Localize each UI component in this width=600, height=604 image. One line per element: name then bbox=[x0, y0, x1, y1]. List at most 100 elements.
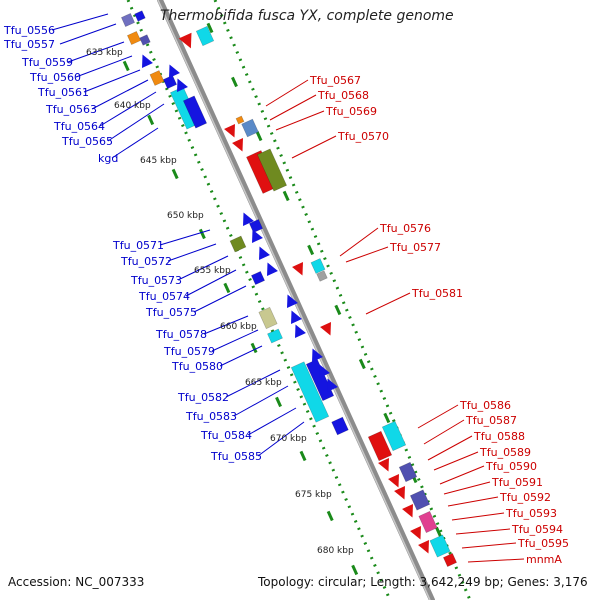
gene-block bbox=[120, 12, 136, 28]
gene-label[interactable]: Tfu_0556 bbox=[3, 24, 55, 37]
gene-block bbox=[267, 328, 283, 344]
gene-label[interactable]: Tfu_0574 bbox=[138, 290, 190, 303]
leader-line bbox=[257, 421, 305, 457]
gene-arrow bbox=[267, 262, 278, 276]
gene-label[interactable]: Tfu_0579 bbox=[163, 345, 215, 358]
scale-dash bbox=[351, 564, 359, 576]
gene-arrow bbox=[287, 294, 298, 308]
gene-label[interactable]: Tfu_0585 bbox=[210, 450, 262, 463]
scale-dash bbox=[206, 22, 214, 34]
leader-line bbox=[247, 407, 297, 436]
gene-features bbox=[120, 10, 458, 568]
label-leader-lines bbox=[51, 13, 525, 563]
leader-line bbox=[461, 542, 517, 549]
gene-arrow bbox=[259, 246, 270, 260]
leader-line bbox=[211, 329, 259, 352]
gene-label[interactable]: Tfu_0561 bbox=[37, 86, 89, 99]
gene-label[interactable]: Tfu_0567 bbox=[309, 74, 361, 87]
leader-line bbox=[185, 269, 237, 297]
gene-block bbox=[418, 510, 438, 534]
gene-arrow bbox=[312, 348, 323, 362]
gene-block bbox=[442, 552, 458, 568]
leader-line bbox=[59, 23, 117, 45]
gene-label[interactable]: Tfu_0568 bbox=[317, 89, 369, 102]
gene-label[interactable]: Tfu_0563 bbox=[45, 103, 97, 116]
accession-text: Accession: NC_007333 bbox=[8, 575, 145, 589]
leader-line bbox=[75, 55, 133, 78]
gene-block bbox=[126, 30, 142, 46]
gene-arrow bbox=[378, 458, 389, 472]
gene-arrow bbox=[178, 32, 192, 49]
scale-dash bbox=[147, 114, 155, 126]
gene-label[interactable]: Tfu_0560 bbox=[29, 71, 81, 84]
gene-label[interactable]: Tfu_0584 bbox=[200, 429, 252, 442]
gene-label[interactable]: Tfu_0581 bbox=[411, 287, 463, 300]
gene-label[interactable]: Tfu_0587 bbox=[465, 414, 517, 427]
gene-block bbox=[316, 270, 328, 282]
gene-label[interactable]: Tfu_0582 bbox=[177, 391, 229, 404]
gene-block bbox=[305, 358, 335, 402]
leader-line bbox=[193, 285, 247, 313]
gene-arrow bbox=[292, 262, 303, 276]
leader-line bbox=[417, 404, 459, 429]
gene-arrow bbox=[142, 54, 153, 68]
gene-label[interactable]: Tfu_0589 bbox=[479, 446, 531, 459]
gene-label[interactable]: Tfu_0564 bbox=[53, 120, 105, 133]
leader-line bbox=[423, 419, 465, 445]
leader-line bbox=[433, 451, 479, 471]
leader-line bbox=[167, 243, 217, 262]
kbp-tick-label: 665 kbp bbox=[245, 378, 282, 388]
gene-arrow bbox=[320, 322, 331, 336]
gene-label[interactable]: Tfu_0571 bbox=[112, 239, 164, 252]
leader-line bbox=[339, 227, 379, 257]
kbp-tick-label: 650 kbp bbox=[167, 211, 204, 221]
scale-dash bbox=[307, 244, 315, 256]
gene-label[interactable]: Tfu_0565 bbox=[61, 135, 113, 148]
gene-arrow bbox=[327, 378, 338, 392]
gene-arrow bbox=[252, 229, 263, 243]
gene-label[interactable]: Tfu_0591 bbox=[491, 476, 543, 489]
leader-line bbox=[265, 79, 309, 107]
gene-label[interactable]: Tfu_0557 bbox=[3, 38, 55, 51]
scale-dash bbox=[122, 60, 130, 72]
gene-label[interactable]: Tfu_0575 bbox=[145, 306, 197, 319]
gene-label[interactable]: Tfu_0590 bbox=[485, 460, 537, 473]
gene-label[interactable]: mnmA bbox=[526, 553, 562, 566]
kbp-tick-label: 640 kbp bbox=[114, 101, 151, 111]
scale-dash bbox=[334, 304, 342, 316]
leader-line bbox=[455, 528, 511, 535]
gene-label[interactable]: Tfu_0594 bbox=[511, 523, 563, 536]
gene-block bbox=[290, 361, 330, 423]
gene-label[interactable]: Tfu_0583 bbox=[185, 410, 237, 423]
gene-label[interactable]: Tfu_0559 bbox=[21, 56, 73, 69]
scale-dash bbox=[231, 76, 238, 88]
leader-line bbox=[269, 94, 317, 121]
gene-label[interactable]: Tfu_0570 bbox=[337, 130, 389, 143]
gene-label[interactable]: Tfu_0593 bbox=[505, 507, 557, 520]
leader-line bbox=[233, 385, 289, 417]
gene-block bbox=[409, 489, 431, 511]
gene-label[interactable]: Tfu_0573 bbox=[130, 274, 182, 287]
gene-label[interactable]: Tfu_0569 bbox=[325, 105, 377, 118]
gene-block bbox=[310, 258, 326, 274]
scale-dash bbox=[299, 450, 307, 462]
gene-label[interactable]: Tfu_0586 bbox=[459, 399, 511, 412]
scale-dash bbox=[223, 282, 231, 294]
gene-label[interactable]: Tfu_0577 bbox=[389, 241, 441, 254]
map-title: Thermobifida fusca YX, complete genome bbox=[160, 8, 454, 24]
gene-label[interactable]: Tfu_0576 bbox=[379, 222, 431, 235]
kbp-tick-label: 670 kbp bbox=[270, 434, 307, 444]
gene-label[interactable]: Tfu_0572 bbox=[120, 255, 172, 268]
gene-label[interactable]: Tfu_0595 bbox=[517, 537, 569, 550]
gene-label[interactable]: Tfu_0592 bbox=[499, 491, 551, 504]
gene-block bbox=[429, 534, 451, 558]
right-gene-labels: Tfu_0567 Tfu_0568 Tfu_0569 Tfu_0570 Tfu_… bbox=[309, 74, 569, 566]
gene-label[interactable]: Tfu_0588 bbox=[473, 430, 525, 443]
gene-label[interactable]: kgd bbox=[98, 152, 118, 165]
gene-block bbox=[258, 306, 278, 330]
gene-block bbox=[248, 218, 264, 234]
gene-label[interactable]: Tfu_0580 bbox=[171, 360, 223, 373]
gene-arrow bbox=[418, 540, 429, 554]
gene-label[interactable]: Tfu_0578 bbox=[155, 328, 207, 341]
